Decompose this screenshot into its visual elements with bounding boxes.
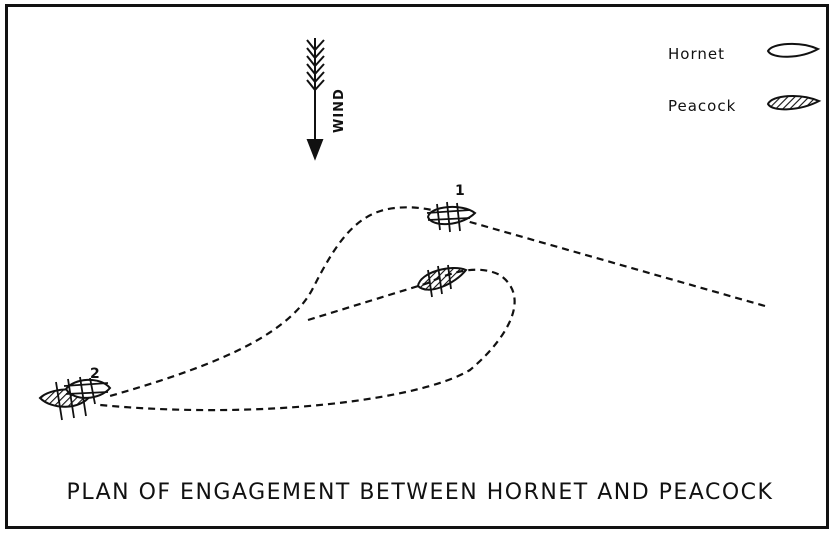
position-2-label: 2 bbox=[90, 366, 100, 382]
peacock-track bbox=[99, 268, 516, 412]
peacock-ship-pos1 bbox=[416, 267, 468, 291]
ship-hatched-icon bbox=[766, 95, 822, 111]
position-1-label: 1 bbox=[455, 183, 465, 199]
position-1-group: 1 bbox=[416, 183, 477, 298]
legend: Hornet Peacock bbox=[668, 43, 822, 115]
wind-label: WIND bbox=[332, 88, 347, 133]
ship-outline-icon bbox=[766, 43, 821, 58]
legend-label-hornet: Hornet bbox=[668, 45, 725, 63]
hornet-track bbox=[109, 206, 766, 398]
position-2-group: 2 bbox=[38, 366, 112, 421]
diagram-frame bbox=[5, 4, 829, 529]
wind-arrow-icon bbox=[306, 38, 325, 161]
legend-label-peacock: Peacock bbox=[668, 97, 736, 115]
diagram-caption: PLAN OF ENGAGEMENT BETWEEN HORNET AND PE… bbox=[66, 480, 774, 505]
